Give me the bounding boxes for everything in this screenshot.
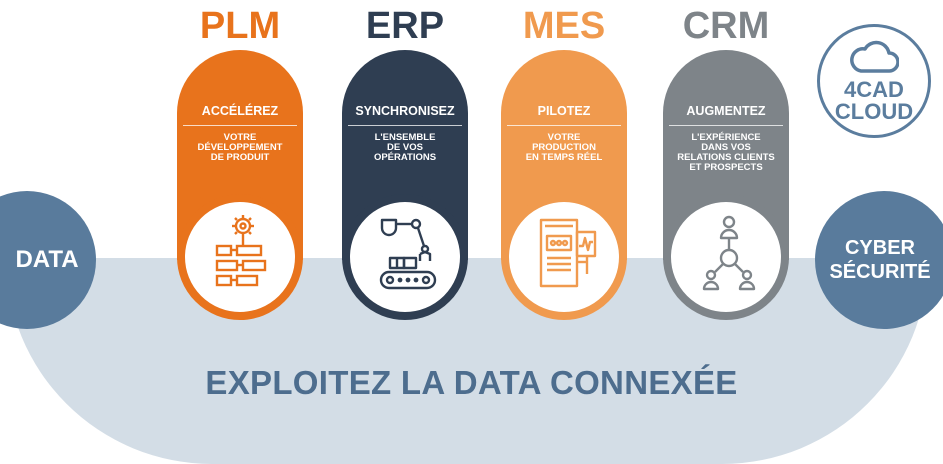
pillar-description: VOTRE DÉVELOPPEMENT DE PRODUIT — [197, 132, 283, 163]
pillar-heading: PILOTEZ — [507, 104, 621, 126]
gear-diagram-icon — [215, 215, 267, 287]
pillar-heading: ACCÉLÉREZ — [183, 104, 297, 126]
pillar-icon-circle — [342, 194, 468, 320]
pillar-description: VOTRE PRODUCTION EN TEMPS RÉEL — [525, 132, 603, 163]
pillar-title: MES — [522, 5, 606, 47]
cyber-label-line2: SÉCURITÉ — [829, 261, 931, 283]
pillar-heading: AUGMENTEZ — [669, 104, 783, 126]
cyber-security-circle: CYBER SÉCURITÉ — [815, 191, 943, 329]
cloud-badge: 4CAD CLOUD — [817, 24, 931, 138]
data-label: DATA — [15, 246, 79, 273]
people-network-icon — [702, 215, 756, 291]
cyber-label-line1: CYBER — [844, 237, 915, 259]
cloud-badge-line2: CLOUD — [834, 99, 914, 124]
cloud-icon — [850, 40, 899, 73]
pillar-title: CRM — [682, 5, 770, 47]
machine-monitor-icon — [539, 218, 597, 288]
pillar-title: PLM — [199, 5, 281, 47]
robot-arm-conveyor-icon — [379, 218, 437, 290]
pillar-icon-circle — [177, 194, 303, 320]
pillar-title: ERP — [365, 5, 445, 47]
pillar-icon-circle — [501, 194, 627, 320]
pillar-description: L'EXPÉRIENCE DANS VOS RELATIONS CLIENTS … — [677, 132, 775, 173]
pillar-description: L'ENSEMBLE DE VOS OPÉRATIONS — [373, 132, 437, 163]
pillar-heading: SYNCHRONISEZ — [348, 104, 462, 126]
cloud-badge-line1: 4CAD — [844, 77, 904, 102]
pillar-icon-circle — [663, 194, 789, 320]
tagline: EXPLOITEZ LA DATA CONNEXÉE — [205, 364, 738, 401]
data-basin — [6, 258, 928, 464]
